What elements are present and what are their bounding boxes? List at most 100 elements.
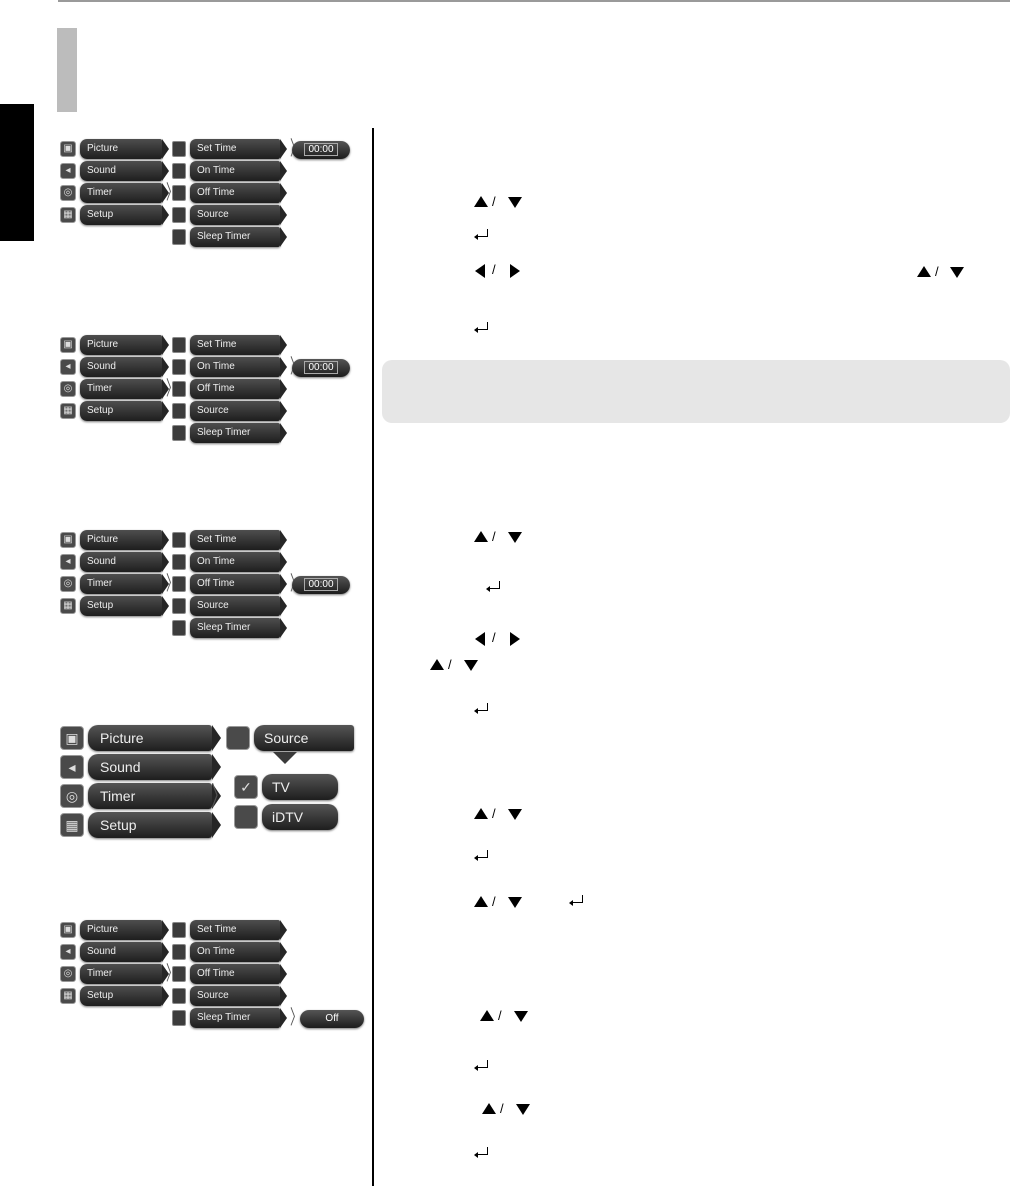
down-arrow-icon: [508, 809, 522, 820]
menu-source[interactable]: Source: [190, 596, 287, 616]
enter-icon: [569, 895, 583, 906]
menu-set-time[interactable]: Set Time: [190, 335, 287, 355]
menu-setup[interactable]: Setup: [80, 205, 169, 225]
picture-icon: ▣: [60, 726, 84, 750]
menu-on-time[interactable]: On Time: [190, 357, 287, 377]
menu-setup[interactable]: Setup: [80, 986, 169, 1006]
checkbox-icon: [172, 576, 186, 592]
setup-icon: ▦: [60, 403, 76, 419]
menu-timer[interactable]: Timer: [80, 964, 169, 984]
menu-sleep-timer[interactable]: Sleep Timer: [190, 618, 287, 638]
separator-slash: /: [935, 264, 939, 279]
separator-slash: /: [492, 806, 496, 821]
menu-picture[interactable]: Picture: [80, 920, 169, 940]
menu-picture[interactable]: Picture: [88, 725, 221, 751]
chevron-right-icon: 〉: [211, 781, 227, 811]
column-divider: [372, 128, 374, 1186]
up-arrow-icon: [474, 808, 488, 819]
menu-setup[interactable]: Setup: [80, 401, 169, 421]
checkbox-icon: [172, 554, 186, 570]
timer-icon: ◎: [60, 966, 76, 982]
menu-set-time[interactable]: Set Time: [190, 530, 287, 550]
up-arrow-icon: [480, 1010, 494, 1021]
sound-icon: ◂: [60, 944, 76, 960]
menu-on-time[interactable]: On Time: [190, 161, 287, 181]
source-option-idtv[interactable]: iDTV: [262, 804, 338, 830]
menu-timer[interactable]: Timer: [80, 574, 169, 594]
up-arrow-icon: [917, 266, 931, 277]
separator-slash: /: [448, 657, 452, 672]
menu-sound[interactable]: Sound: [80, 357, 169, 377]
off-time-value[interactable]: 00:00: [292, 576, 350, 594]
up-arrow-icon: [482, 1103, 496, 1114]
menu-sound[interactable]: Sound: [80, 942, 169, 962]
left-arrow-icon: [475, 264, 485, 278]
menu-sleep-timer[interactable]: Sleep Timer: [190, 423, 287, 443]
up-arrow-icon: [474, 896, 488, 907]
timer-icon: ◎: [60, 576, 76, 592]
menu-on-time[interactable]: On Time: [190, 552, 287, 572]
sleep-timer-value[interactable]: Off: [300, 1010, 364, 1028]
menu-picture[interactable]: Picture: [80, 335, 169, 355]
checkbox-icon: [172, 359, 186, 375]
checkbox-icon: [172, 207, 186, 223]
enter-icon: [474, 850, 488, 861]
chapter-tab: [0, 104, 34, 241]
checkbox-icon: [172, 1010, 186, 1026]
checkbox-icon: [234, 805, 258, 829]
checkbox-icon: [172, 403, 186, 419]
checkbox-icon: [172, 229, 186, 245]
setup-icon: ▦: [60, 813, 84, 837]
menu-sleep-timer[interactable]: Sleep Timer: [190, 227, 287, 247]
enter-icon: [474, 229, 488, 240]
menu-off-time[interactable]: Off Time: [190, 574, 287, 594]
separator-slash: /: [492, 894, 496, 909]
menu-sound[interactable]: Sound: [80, 161, 169, 181]
down-arrow-icon: [514, 1011, 528, 1022]
menu-source[interactable]: Source: [190, 401, 287, 421]
menu-set-time[interactable]: Set Time: [190, 920, 287, 940]
separator-slash: /: [492, 630, 496, 645]
checkbox-icon: [172, 141, 186, 157]
top-rule: [58, 0, 1010, 2]
menu-off-time[interactable]: Off Time: [190, 964, 287, 984]
sound-icon: ◂: [60, 359, 76, 375]
separator-slash: /: [498, 1008, 502, 1023]
note-box: [382, 360, 1010, 423]
menu-sleep-timer[interactable]: Sleep Timer: [190, 1008, 287, 1028]
menu-set-time[interactable]: Set Time: [190, 139, 287, 159]
menu-source[interactable]: Source: [190, 986, 287, 1006]
checkbox-icon: [172, 185, 186, 201]
menu-timer[interactable]: Timer: [88, 783, 221, 809]
menu-setup[interactable]: Setup: [88, 812, 221, 838]
checkbox-icon: [172, 163, 186, 179]
menu-picture[interactable]: Picture: [80, 139, 169, 159]
timer-icon: ◎: [60, 784, 84, 808]
section-marker: [57, 28, 77, 112]
menu-sound[interactable]: Sound: [80, 552, 169, 572]
menu-source[interactable]: Source: [190, 205, 287, 225]
menu-source[interactable]: Source: [254, 725, 354, 751]
menu-off-time[interactable]: Off Time: [190, 379, 287, 399]
menu-timer[interactable]: Timer: [80, 379, 169, 399]
on-time-value[interactable]: 00:00: [292, 359, 350, 377]
checkbox-icon: [172, 966, 186, 982]
menu-picture[interactable]: Picture: [80, 530, 169, 550]
separator-slash: /: [492, 194, 496, 209]
menu-on-time[interactable]: On Time: [190, 942, 287, 962]
left-arrow-icon: [475, 632, 485, 646]
sound-icon: ◂: [60, 755, 84, 779]
source-option-tv[interactable]: TV: [262, 774, 338, 800]
checkbox-icon: [172, 425, 186, 441]
checkbox-icon: [172, 532, 186, 548]
checkbox-icon: [172, 598, 186, 614]
checkbox-icon: [226, 726, 250, 750]
menu-setup[interactable]: Setup: [80, 596, 169, 616]
menu-timer[interactable]: Timer: [80, 183, 169, 203]
up-arrow-icon: [474, 196, 488, 207]
menu-sound[interactable]: Sound: [88, 754, 221, 780]
checkbox-icon: [172, 922, 186, 938]
enter-icon: [474, 322, 488, 333]
menu-off-time[interactable]: Off Time: [190, 183, 287, 203]
set-time-value[interactable]: 00:00: [292, 141, 350, 159]
